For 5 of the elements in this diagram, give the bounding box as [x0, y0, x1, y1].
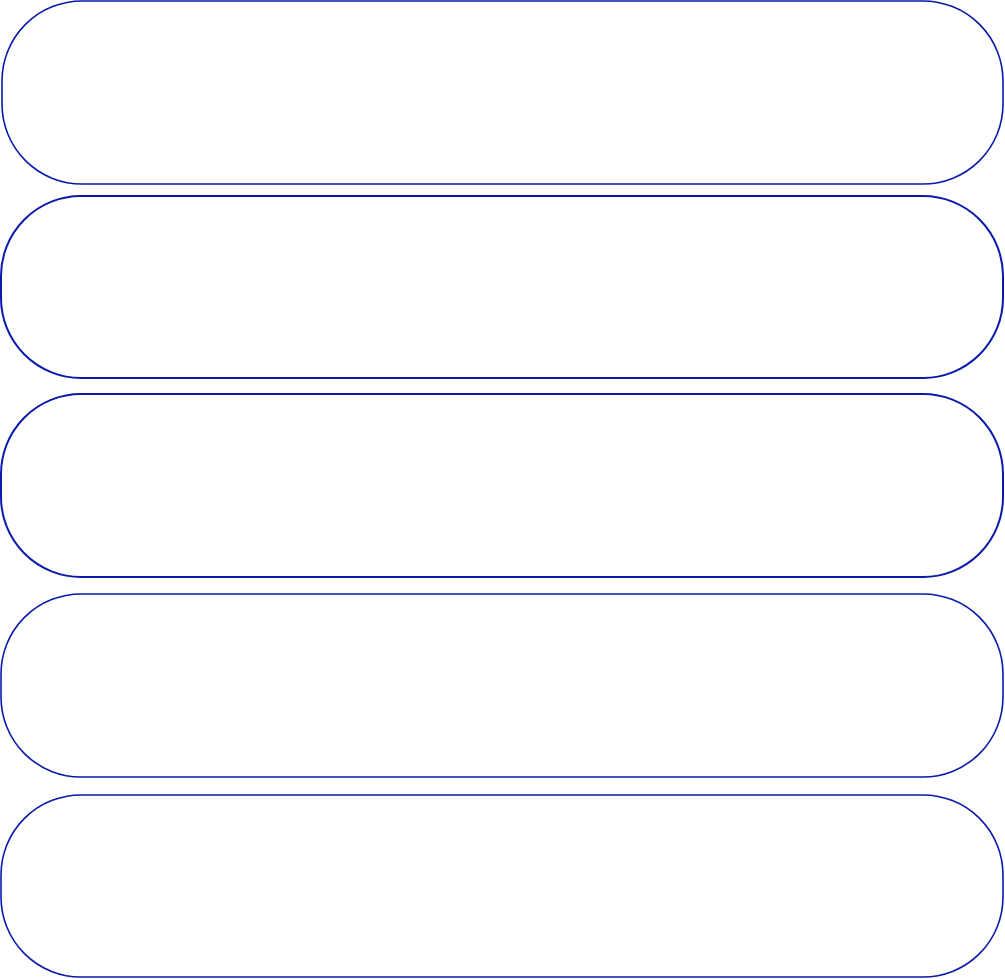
rounded-box: [1, 196, 1003, 378]
rounded-box: [1, 795, 1003, 977]
rounded-box: [1, 394, 1003, 577]
rounded-box: [1, 594, 1003, 777]
rounded-box: [2, 1, 1003, 184]
